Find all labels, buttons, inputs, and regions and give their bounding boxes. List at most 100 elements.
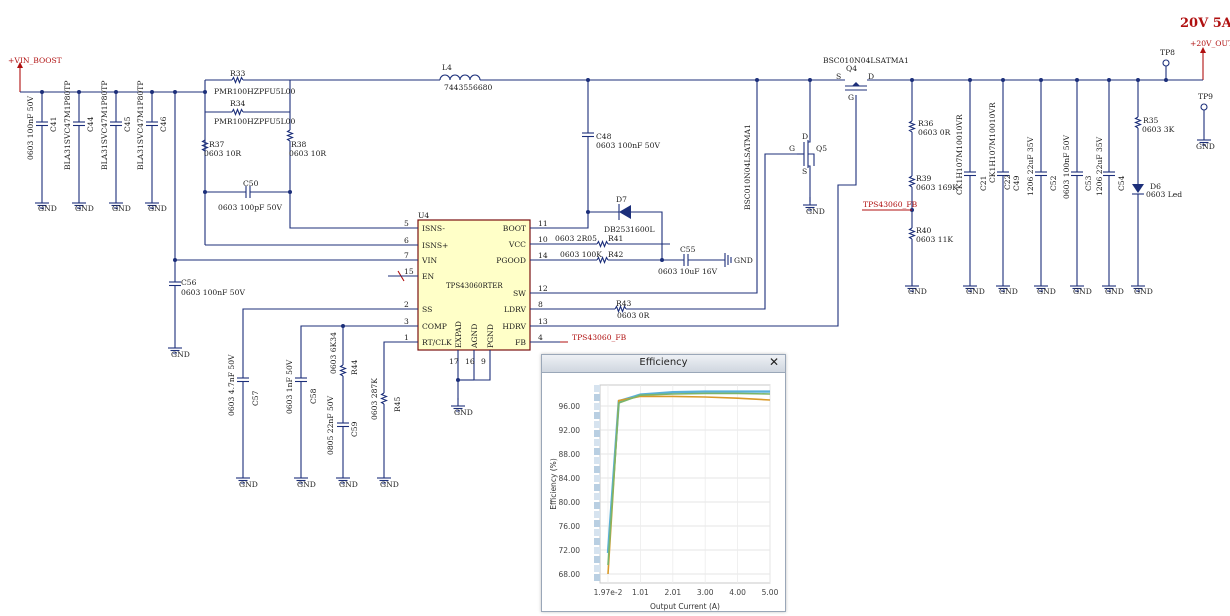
ic-pin-name: SS [422, 305, 432, 314]
c22-label: C22 [1003, 174, 1012, 190]
q5-label: Q5 [816, 144, 827, 153]
axis-band [594, 448, 600, 455]
r39-value: 0603 169K [916, 183, 958, 192]
plot-area [599, 384, 771, 584]
r44-value: 0603 6K34 [329, 332, 338, 374]
y-tick-label: 92.00 [559, 426, 581, 435]
ic-pin-name: COMP [422, 322, 447, 331]
c58-value: 0603 1nF 50V [285, 359, 294, 414]
net-vin-boost: +VIN_BOOST [8, 56, 62, 65]
axis-band [594, 484, 600, 491]
q5-d: D [802, 132, 808, 141]
x-tick-label: 3.00 [697, 588, 714, 597]
y-tick-label: 72.00 [559, 546, 581, 555]
ic-ref: U4 [418, 211, 429, 220]
c59-label: C59 [350, 421, 359, 437]
c48-value: 0603 100nF 50V [596, 141, 660, 150]
axis-band [594, 565, 600, 572]
c41-label: C41 [49, 117, 58, 132]
q4-value: BSC010N04LSATMA1 [823, 56, 909, 65]
r36-value: 0603 0R [918, 128, 951, 137]
c22-value: CK1H107M10010VR [988, 102, 997, 183]
ic-pin-number: 14 [538, 251, 548, 260]
l4-label: L4 [442, 63, 452, 72]
y-tick-label: 68.00 [559, 570, 581, 579]
gnd-label: GND [1105, 287, 1124, 296]
r45-value: 0603 287K [370, 378, 379, 420]
ic-pin-name: RT/CLK [422, 338, 452, 347]
ic-pin-number: 8 [538, 300, 543, 309]
y-tick-label: 96.00 [559, 402, 581, 411]
c49-label: C49 [1012, 175, 1021, 191]
gnd-label: GND [1196, 142, 1215, 151]
ic-pin-name: ISNS- [422, 224, 445, 233]
ic-pin-name: PGOOD [496, 256, 526, 265]
ic-pin-name: AGND [470, 324, 479, 349]
r34-value: PMR100HZPFU5L00 [214, 117, 295, 126]
r33-value: PMR100HZPFU5L00 [214, 87, 295, 96]
axis-band [594, 538, 600, 545]
axis-band [594, 475, 600, 482]
r43-value: 0603 0R [617, 311, 650, 320]
gnd-label: GND [38, 204, 57, 213]
c45-value: BLA31SVC47M1P80TP [100, 81, 109, 170]
r45-label: R45 [393, 396, 402, 412]
c57-label: C57 [251, 390, 260, 406]
gnd-label: GND [734, 256, 753, 265]
ic-u4 [417, 219, 531, 351]
r41-value: 0603 2R05 [555, 234, 597, 243]
c54-label: C54 [1117, 175, 1126, 191]
r37-label: R37 [209, 140, 225, 149]
c41-value: 0603 100nF 50V [26, 96, 35, 160]
r40-value: 0603 11K [916, 235, 953, 244]
c59-value: 0805 22nF 50V [326, 395, 335, 455]
gnd-label: GND [966, 287, 985, 296]
y-tick-label: 88.00 [559, 450, 581, 459]
c21-label: C21 [979, 176, 988, 191]
x-tick-label: 1.97e-2 [594, 588, 623, 597]
axis-band [594, 520, 600, 527]
axis-band [594, 466, 600, 473]
efficiency-title: Efficiency [639, 357, 688, 368]
c49-value: 1206 22uF 35V [1026, 136, 1035, 196]
efficiency-titlebar[interactable]: Efficiency ✕ [542, 355, 785, 373]
close-icon[interactable]: ✕ [768, 355, 779, 369]
c53-label: C53 [1084, 175, 1093, 191]
c52-value: 0603 100nF 50V [1062, 135, 1071, 199]
ic-pin-name: ISNS+ [422, 241, 448, 250]
net-20v-out: +20V_OUT [1190, 39, 1230, 48]
ic-pin-number: 2 [404, 300, 409, 309]
gnd-label: GND [75, 204, 94, 213]
x-tick-label: 4.00 [729, 588, 746, 597]
fb-net-out: TPS43060_FB [863, 200, 918, 209]
y-axis-label: Efficiency (%) [549, 458, 558, 510]
r37-value: 0603 10R [204, 149, 241, 158]
ic-pin-number: 1 [404, 333, 409, 342]
d6-label: D6 [1150, 182, 1161, 191]
c50-label: C50 [243, 179, 259, 188]
axis-band [594, 421, 600, 428]
gnd-label: GND [1134, 287, 1153, 296]
axis-band [594, 547, 600, 554]
axis-band [594, 556, 600, 563]
c56-value: 0603 100nF 50V [181, 288, 245, 297]
q4-g: G [848, 93, 854, 102]
c53-value: 1206 22uF 35V [1095, 136, 1104, 196]
x-tick-label: 1.01 [632, 588, 649, 597]
r38-value: 0603 10R [289, 149, 326, 158]
q5-s: S [802, 167, 807, 176]
x-axis-label: Output Current (A) [650, 602, 720, 611]
efficiency-chart: 68.0072.0076.0080.0084.0088.0092.0096.00… [549, 384, 779, 611]
ic-pin-name: PGND [486, 324, 495, 348]
r42-value: 0603 100K [560, 250, 602, 259]
gnd-label: GND [112, 204, 131, 213]
axis-band [594, 394, 600, 401]
axis-band [594, 574, 600, 581]
ic-pin-name: EN [422, 272, 435, 281]
axis-band [594, 502, 600, 509]
ic-pin-name: EXPAD [454, 321, 463, 348]
ic-pin-number: 12 [538, 284, 548, 293]
r33-label: R33 [230, 69, 246, 78]
